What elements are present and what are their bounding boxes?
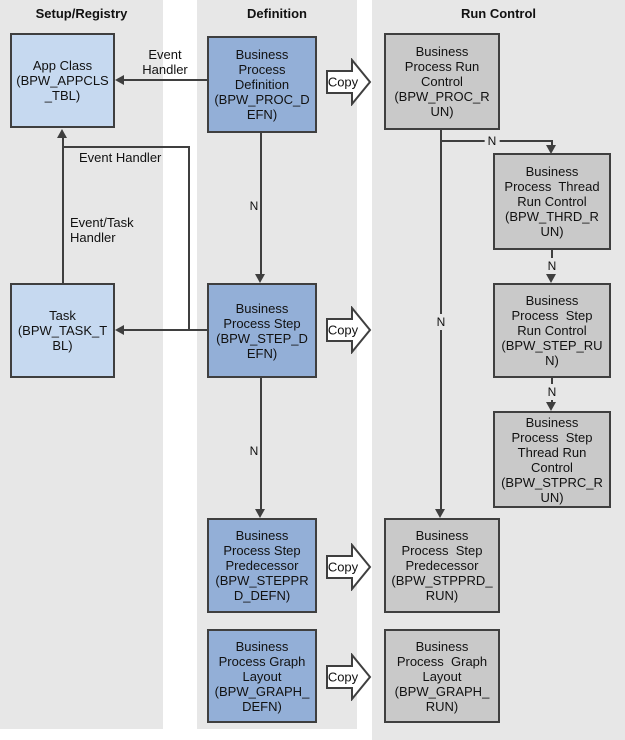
- node-bp-thread-run-control-text: Business Process Thread Run Control (BPW…: [504, 164, 600, 239]
- arrowhead-into-predecessor-run-top: [435, 509, 445, 518]
- n-label-runcontrol-predecessor-run: N: [433, 314, 449, 330]
- node-bp-definition: Business Process Definition (BPW_PROC_D …: [207, 36, 317, 133]
- label-event-handler-top: Event Handler: [142, 47, 188, 77]
- n-label-definition-step: N: [249, 199, 259, 213]
- copy-arrow-shape: [326, 58, 372, 106]
- copy-arrow-shape: [326, 306, 372, 354]
- node-bp-step-thread-run-control: Business Process Step Thread Run Control…: [493, 411, 611, 508]
- arrowhead-into-task-right: [115, 325, 124, 335]
- node-bp-run-control-text: Business Process Run Control (BPW_PROC_R…: [394, 44, 490, 119]
- node-bp-graph-layout-text: Business Process Graph Layout (BPW_GRAPH…: [214, 638, 310, 714]
- edge-thread-run-stub: [551, 140, 553, 146]
- label-event-task-handler: Event/Task Handler: [70, 215, 134, 245]
- n-label-thread-step-run: N: [544, 258, 560, 274]
- copy-arrow-label: Copy: [327, 322, 359, 338]
- node-bp-step-predecessor: Business Process Step Predecessor (BPW_S…: [207, 518, 317, 613]
- node-bp-step: Business Process Step (BPW_STEP_D EFN): [207, 283, 317, 378]
- edge-definition-to-step: [260, 133, 262, 277]
- n-label-step-predecessor: N: [249, 444, 259, 458]
- arrowhead-into-thread-run-top: [546, 145, 556, 154]
- edge-definition-to-appclass: [123, 79, 207, 81]
- node-bp-step-predecessor-run-text: Business Process Step Predecessor (BPW_S…: [391, 528, 493, 603]
- column-header-run-control: Run Control: [460, 6, 537, 21]
- edge-step-to-predecessor: [260, 378, 262, 510]
- copy-arrow-label: Copy: [327, 669, 359, 685]
- node-task: Task (BPW_TASK_T BL): [10, 283, 115, 378]
- copy-arrow-step-predecessor: Copy: [326, 543, 372, 591]
- node-bp-step-text: Business Process Step (BPW_STEP_D EFN): [216, 300, 308, 361]
- copy-arrow-definition: Copy: [326, 58, 372, 106]
- edge-eventhandler-horizontal: [62, 146, 190, 148]
- node-bp-run-control: Business Process Run Control (BPW_PROC_R…: [384, 33, 500, 130]
- copy-arrow-shape: [326, 543, 372, 591]
- copy-arrow-step: Copy: [326, 306, 372, 354]
- arrowhead-into-predecessor-top: [255, 509, 265, 518]
- copy-arrow-label: Copy: [327, 74, 359, 90]
- column-header-setup-registry: Setup/Registry: [35, 6, 128, 21]
- edge-eventhandler-vertical: [188, 146, 190, 331]
- node-bp-step-predecessor-text: Business Process Step Predecessor (BPW_S…: [215, 528, 309, 603]
- node-app-class: App Class (BPW_APPCLS _TBL): [10, 33, 115, 128]
- node-bp-step-predecessor-run: Business Process Step Predecessor (BPW_S…: [384, 518, 500, 613]
- arrowhead-into-step-run-top: [546, 274, 556, 283]
- node-bp-graph-layout: Business Process Graph Layout (BPW_GRAPH…: [207, 629, 317, 723]
- n-label-branch-thread-run: N: [484, 133, 500, 149]
- arrowhead-into-step-top: [255, 274, 265, 283]
- copy-arrow-shape: [326, 653, 372, 701]
- copy-arrow-label: Copy: [327, 559, 359, 575]
- node-bp-step-run-control: Business Process Step Run Control (BPW_S…: [493, 283, 611, 378]
- node-bp-step-thread-run-control-text: Business Process Step Thread Run Control…: [501, 414, 603, 505]
- node-app-class-text: App Class (BPW_APPCLS _TBL): [16, 58, 109, 103]
- node-bp-definition-text: Business Process Definition (BPW_PROC_D …: [214, 47, 310, 122]
- arrowhead-into-appclass-right: [115, 75, 124, 85]
- node-task-text: Task (BPW_TASK_T BL): [17, 308, 108, 353]
- node-bp-graph-layout-run-text: Business Process Graph Layout (BPW_GRAPH…: [394, 638, 490, 714]
- n-label-steprun-stepthread-run: N: [544, 384, 560, 400]
- node-bp-thread-run-control: Business Process Thread Run Control (BPW…: [493, 153, 611, 250]
- arrowhead-into-appclass-bottom: [57, 129, 67, 138]
- arrowhead-into-step-thread-run-top: [546, 402, 556, 411]
- copy-arrow-graph-layout: Copy: [326, 653, 372, 701]
- node-bp-step-run-control-text: Business Process Step Run Control (BPW_S…: [501, 293, 603, 368]
- column-header-definition: Definition: [247, 6, 307, 21]
- edge-task-to-appclass: [62, 137, 64, 283]
- label-event-handler-mid: Event Handler: [79, 150, 162, 165]
- node-bp-graph-layout-run: Business Process Graph Layout (BPW_GRAPH…: [384, 629, 500, 723]
- edge-step-to-task: [123, 329, 207, 331]
